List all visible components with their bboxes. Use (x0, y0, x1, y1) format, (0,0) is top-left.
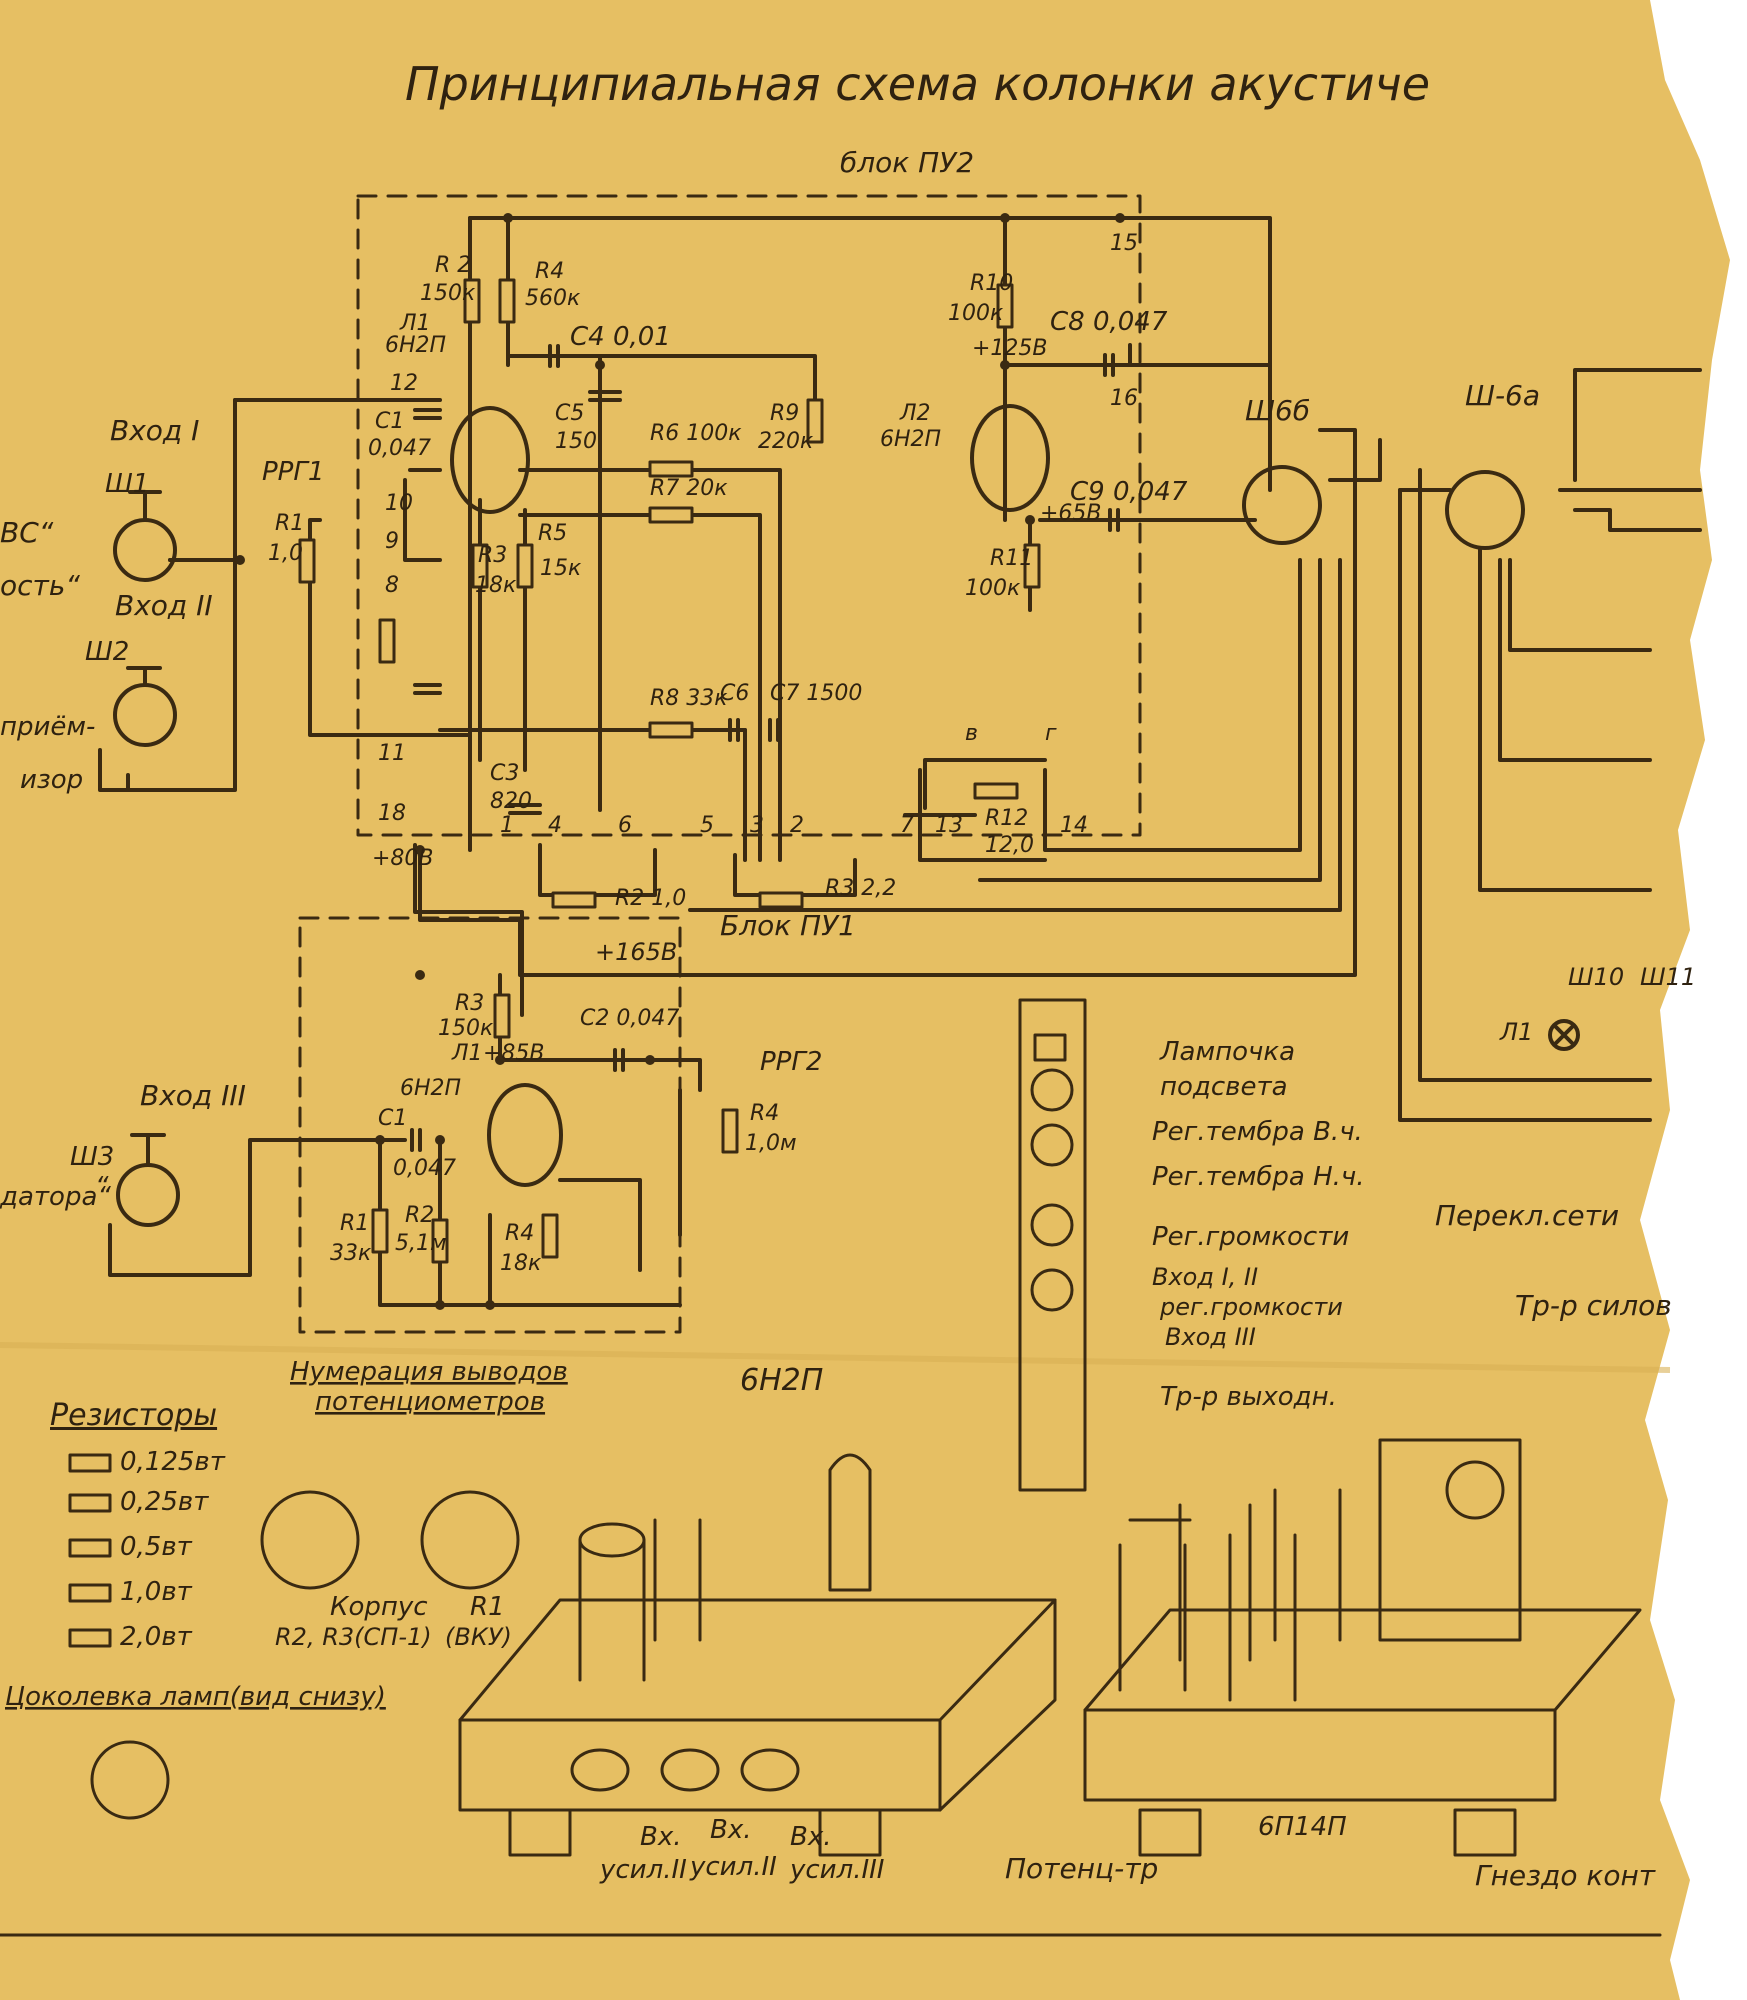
legend-symbols (0, 1453, 1662, 1937)
block-pu3-outline (298, 916, 682, 1334)
paper-crease (0, 1342, 1671, 1373)
amplifier-chassis (458, 1453, 1057, 1857)
resistors (298, 278, 1041, 1264)
din-connectors (113, 465, 1580, 1227)
block-pu2-outline (356, 194, 1142, 837)
capacitors (410, 344, 1120, 1152)
diagram-title: Принципиальная схема колонки акустиче (405, 57, 1430, 111)
block-pu2-label: блок ПУ2 (840, 146, 974, 179)
junction-dots (235, 213, 1125, 1310)
power-chassis (1018, 998, 1642, 1857)
tubes (450, 404, 1050, 1187)
